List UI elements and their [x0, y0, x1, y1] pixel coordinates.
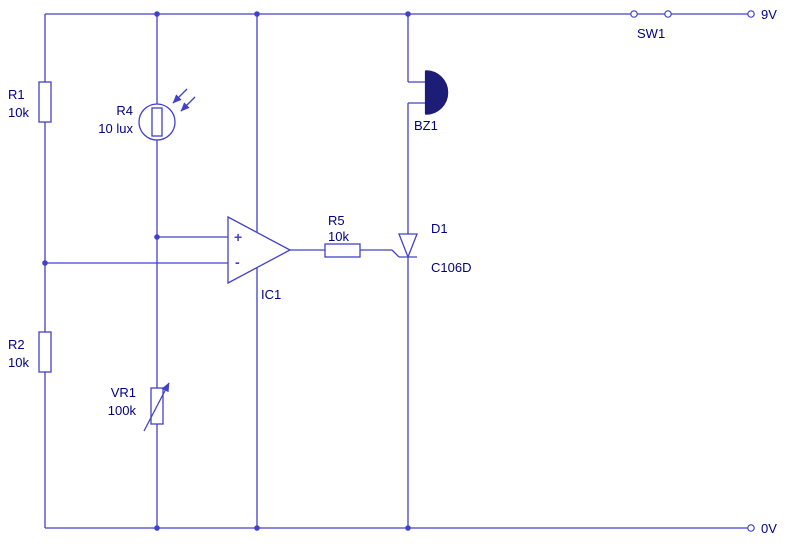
label-sw1-ref: SW1 [637, 26, 665, 41]
variable-resistor-vr1[interactable] [143, 382, 170, 432]
label-d1-value: C106D [431, 260, 471, 275]
ldr-r4[interactable] [138, 88, 196, 141]
buzzer-body-icon[interactable] [425, 70, 449, 115]
label-rail-0v: 0V [761, 521, 777, 536]
opamp-minus-sign: - [235, 254, 240, 270]
switch-contact-icon[interactable] [664, 10, 672, 18]
resistor-body-icon[interactable] [38, 331, 52, 373]
resistor-body-icon[interactable] [151, 107, 163, 137]
junction-dot [254, 525, 260, 531]
junction-dot [405, 11, 411, 17]
switch-contact-icon[interactable] [630, 10, 638, 18]
resistor-r2[interactable] [38, 331, 52, 373]
label-r4-ref: R4 [116, 103, 133, 118]
label-ic1-ref: IC1 [261, 287, 281, 302]
light-arrow-icon [180, 96, 196, 112]
resistor-body-icon[interactable] [324, 243, 361, 258]
junction-dot [154, 11, 160, 17]
opamp-ic1[interactable]: + - [227, 215, 292, 285]
label-d1-ref: D1 [431, 221, 448, 236]
switch-sw1[interactable] [630, 10, 672, 18]
light-arrow-icon [172, 88, 188, 104]
opamp-triangle-icon[interactable] [227, 215, 292, 285]
label-bz1-ref: BZ1 [414, 118, 438, 133]
label-vr1-ref: VR1 [111, 385, 136, 400]
thyristor-d1[interactable] [398, 233, 418, 259]
junction-dots [42, 11, 411, 531]
junction-dot [154, 525, 160, 531]
label-r5-value: 10k [328, 229, 349, 244]
wiper-arrow-icon [143, 382, 170, 432]
terminal-9v-icon [747, 10, 755, 18]
junction-dot [254, 11, 260, 17]
resistor-r1[interactable] [38, 81, 52, 123]
label-r1-value: 10k [8, 105, 29, 120]
label-r2-value: 10k [8, 355, 29, 370]
junction-dot [405, 525, 411, 531]
opamp-plus-sign: + [234, 229, 242, 245]
junction-dot [154, 234, 160, 240]
label-r1-ref: R1 [8, 87, 25, 102]
thyristor-triangle-icon[interactable] [398, 233, 418, 259]
wire-gate [391, 249, 400, 258]
terminal-0v-icon [747, 524, 755, 532]
label-vr1-value: 100k [108, 403, 137, 418]
junction-dot [42, 260, 48, 266]
buzzer-bz1[interactable] [424, 70, 449, 115]
resistor-r5[interactable] [324, 243, 361, 258]
label-r5-ref: R5 [328, 213, 345, 228]
labels: R1 10k R4 10 lux R2 10k VR1 100k R5 10k … [8, 7, 777, 536]
resistor-body-icon[interactable] [38, 81, 52, 123]
label-r4-value: 10 lux [98, 121, 133, 136]
label-r2-ref: R2 [8, 337, 25, 352]
label-rail-9v: 9V [761, 7, 777, 22]
wires [44, 13, 748, 529]
